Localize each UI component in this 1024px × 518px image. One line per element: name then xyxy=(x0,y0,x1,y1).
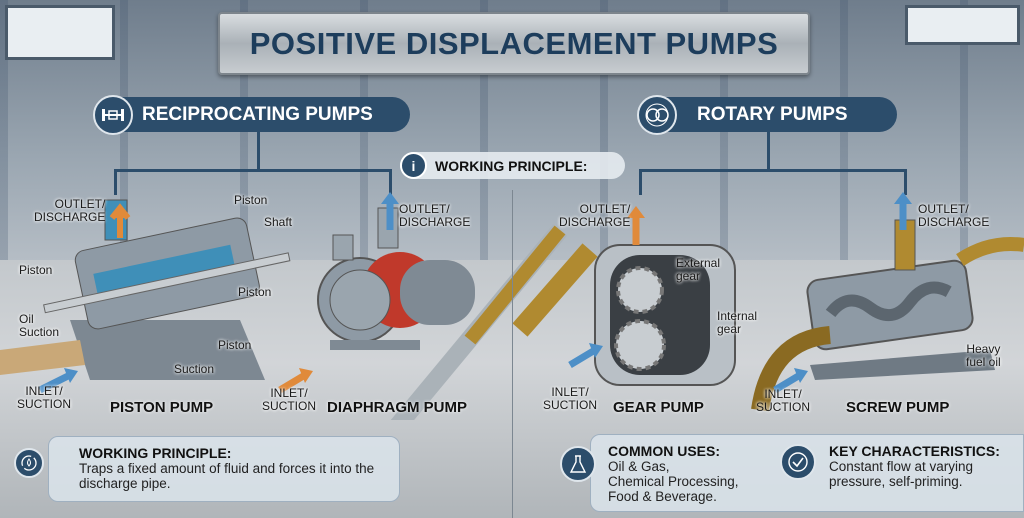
gear-pump-illustration xyxy=(512,243,736,386)
part-label: Oil Suction xyxy=(19,312,60,339)
pump-illustrations xyxy=(0,192,1024,420)
pump-name: SCREW PUMP xyxy=(846,399,950,416)
diaphragm-pump-illustration xyxy=(317,207,567,420)
connector xyxy=(257,132,260,170)
flow-arrows xyxy=(38,192,912,394)
inlet-label: INLET/ SUCTION xyxy=(262,386,316,413)
pump-name: DIAPHRAGM PUMP xyxy=(327,399,468,416)
part-label: External gear xyxy=(676,256,721,283)
rotary-banner: ROTARY PUMPS xyxy=(655,97,897,132)
part-label: Suction xyxy=(174,362,215,376)
window xyxy=(905,5,1020,45)
working-principle-box: WORKING PRINCIPLE: Traps a fixed amount … xyxy=(48,436,400,502)
connector xyxy=(904,169,907,195)
connector xyxy=(639,169,907,172)
connector xyxy=(767,132,770,170)
connector xyxy=(114,169,117,195)
section-label: ROTARY PUMPS xyxy=(697,103,848,125)
info-title: COMMON USES: xyxy=(608,443,720,459)
check-circle-icon xyxy=(780,444,816,480)
outlet-label: OUTLET/ DISCHARGE xyxy=(918,202,990,229)
outlet-label: OUTLET/ DISCHARGE xyxy=(34,197,106,224)
piston-pump-illustration xyxy=(0,199,291,380)
pump-name: PISTON PUMP xyxy=(110,399,214,416)
piston-icon xyxy=(93,95,133,135)
part-label: Heavy fuel oil xyxy=(966,342,1001,369)
connector xyxy=(389,169,392,195)
flask-icon xyxy=(560,446,596,482)
cycle-drop-icon xyxy=(14,448,44,478)
outlet-label: OUTLET/ DISCHARGE xyxy=(399,202,471,229)
info-text: Constant flow at varying pressure, self-… xyxy=(829,459,974,489)
pump-name: GEAR PUMP xyxy=(613,399,704,416)
page-title: POSITIVE DISPLACEMENT PUMPS xyxy=(249,25,779,61)
window xyxy=(5,5,115,60)
screw-pump-illustration xyxy=(751,219,1024,412)
info-title: WORKING PRINCIPLE: xyxy=(79,445,232,461)
pill-label: WORKING PRINCIPLE: xyxy=(435,157,588,174)
title-sign: POSITIVE DISPLACEMENT PUMPS xyxy=(218,12,810,75)
info-icon: i xyxy=(400,152,427,179)
divider xyxy=(512,190,513,518)
part-label: Piston xyxy=(234,193,268,207)
part-label: Internal gear xyxy=(717,309,758,336)
gears-icon xyxy=(637,95,677,135)
outlet-label: OUTLET/ DISCHARGE xyxy=(559,202,631,229)
connector xyxy=(114,169,392,172)
reciprocating-banner: RECIPROCATING PUMPS xyxy=(110,97,410,132)
part-label: Piston xyxy=(19,263,53,277)
info-text: Traps a fixed amount of fluid and forces… xyxy=(79,461,375,491)
inlet-label: INLET/ SUCTION xyxy=(756,387,810,414)
connector xyxy=(639,169,642,195)
part-label: Shaft xyxy=(264,215,293,229)
part-label: Piston xyxy=(238,285,272,299)
part-label: Piston xyxy=(218,338,252,352)
info-text: Oil & Gas, Chemical Processing, Food & B… xyxy=(608,459,739,504)
working-principle-pill: i WORKING PRINCIPLE: xyxy=(400,152,625,179)
section-label: RECIPROCATING PUMPS xyxy=(142,103,373,125)
inlet-label: INLET/ SUCTION xyxy=(543,385,597,412)
info-title: KEY CHARACTERISTICS: xyxy=(829,443,1000,459)
inlet-label: INLET/ SUCTION xyxy=(17,384,71,411)
